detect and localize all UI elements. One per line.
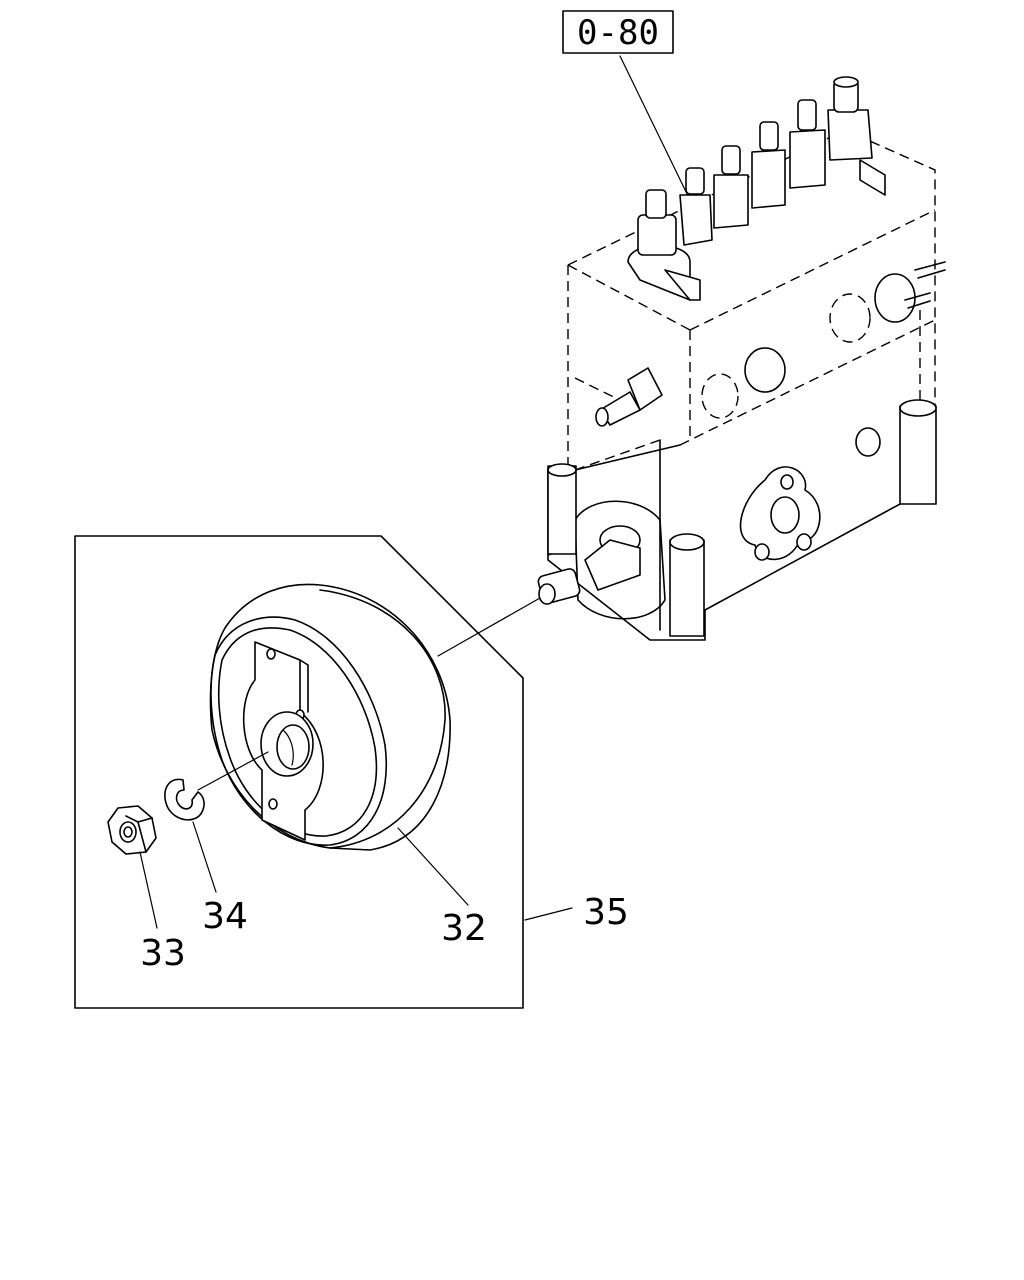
callout-33[interactable]: 33 xyxy=(140,933,186,974)
reference-leader-line xyxy=(619,55,691,201)
kit-boundary xyxy=(74,535,524,1009)
hex-nut[interactable] xyxy=(107,805,157,855)
injection-pump xyxy=(537,76,946,641)
drive-coupling[interactable] xyxy=(209,583,451,851)
callout-34[interactable]: 34 xyxy=(202,896,248,937)
lock-washer[interactable] xyxy=(164,778,205,821)
assembly-axis-line xyxy=(197,751,269,791)
reference-box-label: 0-80 xyxy=(577,13,659,53)
callout-32[interactable]: 32 xyxy=(441,908,487,949)
leader-34 xyxy=(192,821,217,893)
callout-35[interactable]: 35 xyxy=(583,892,629,933)
leader-35 xyxy=(524,907,573,921)
reference-box[interactable]: 0-80 xyxy=(562,10,674,54)
shaft-leader-line xyxy=(437,597,541,657)
leader-33 xyxy=(139,851,158,929)
delivery-valve-holders xyxy=(627,76,886,301)
leader-32 xyxy=(397,827,469,906)
